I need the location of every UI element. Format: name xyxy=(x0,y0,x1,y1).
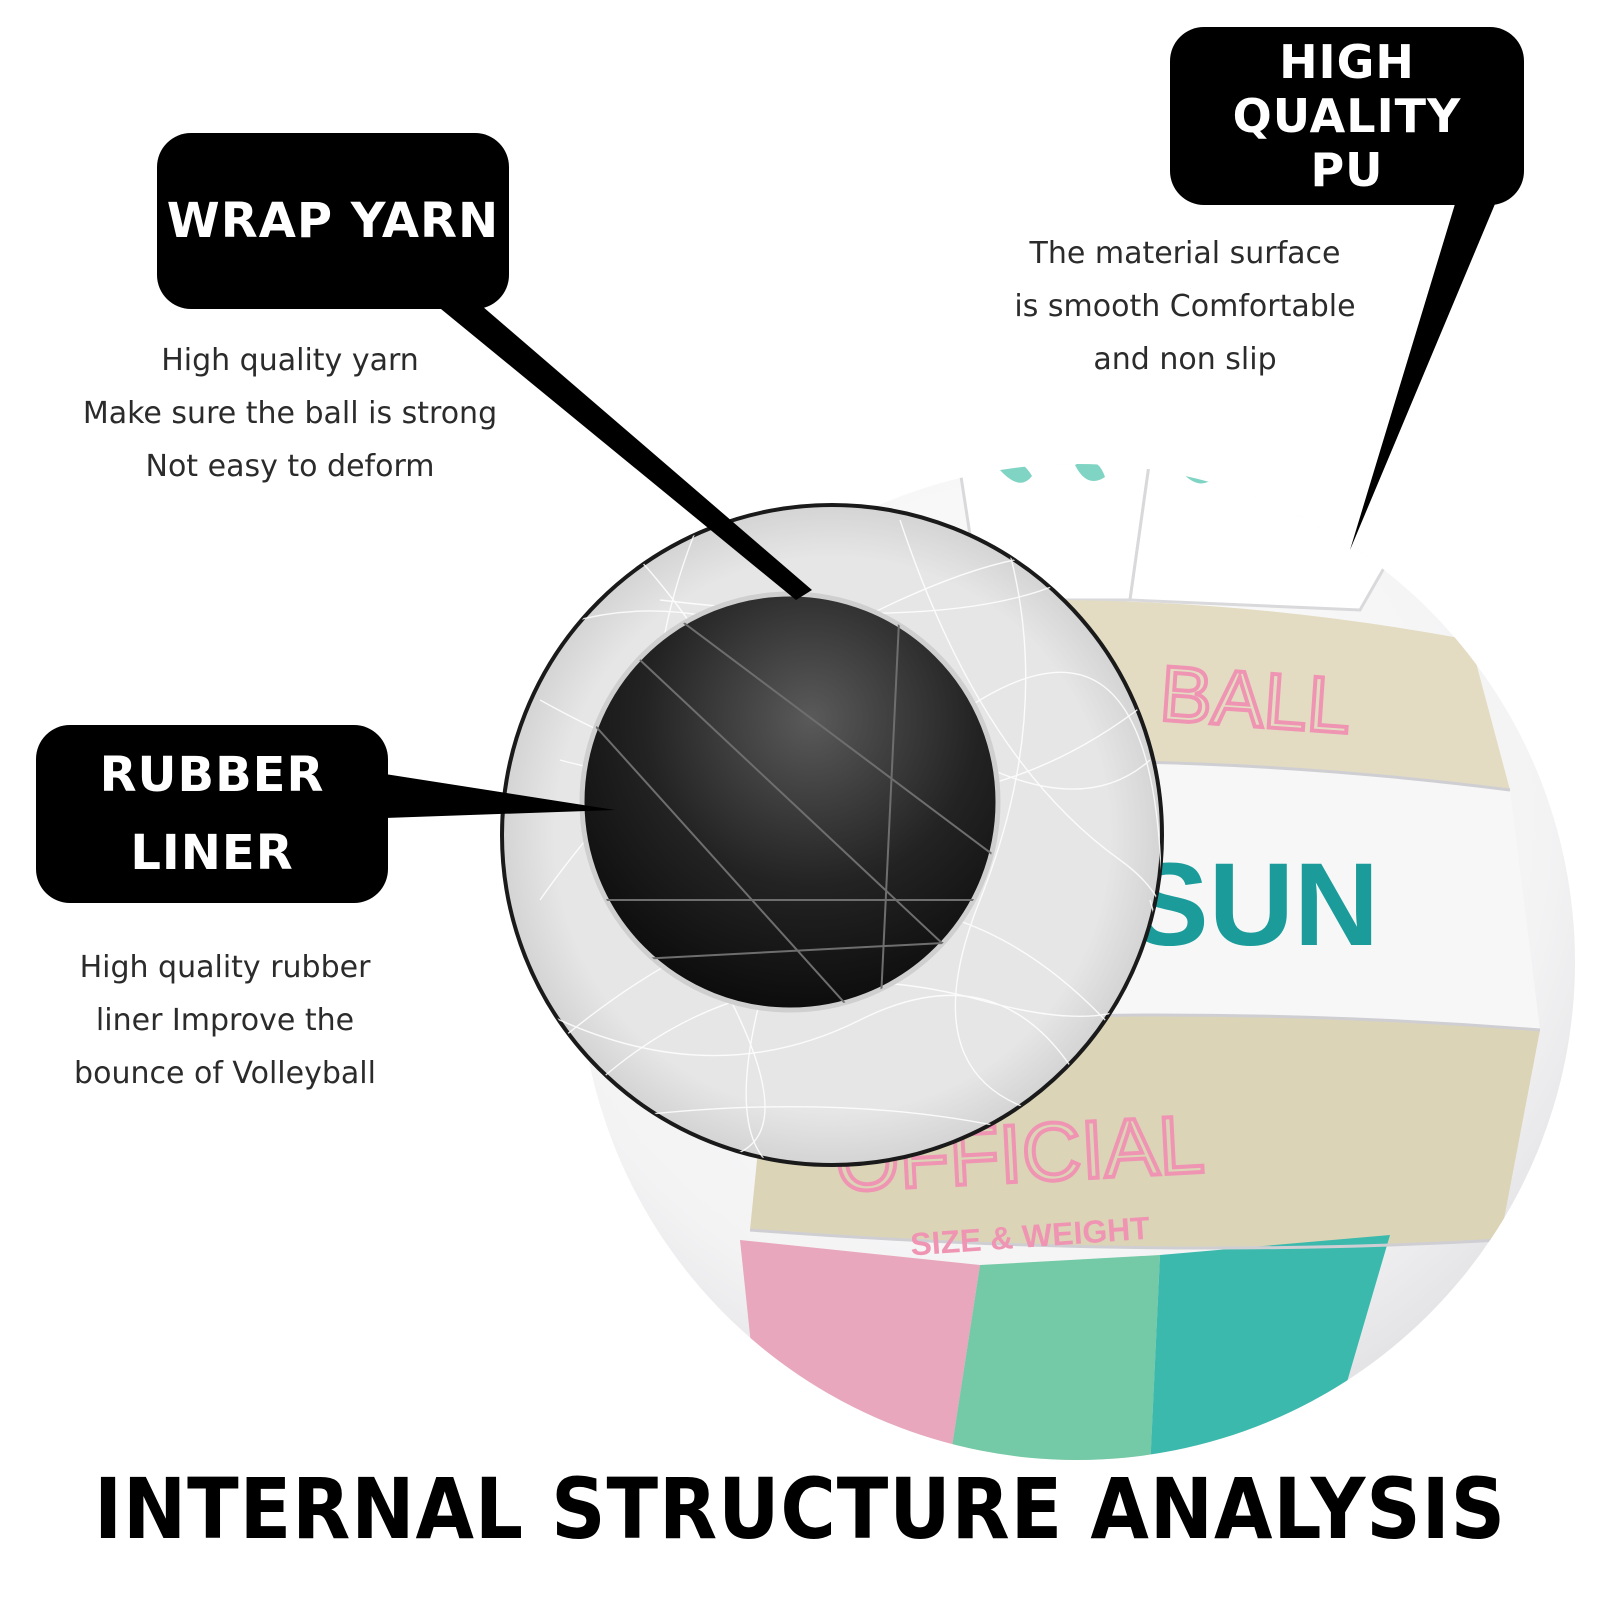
rubber-liner-title-line-2: LINER xyxy=(130,825,294,881)
rubber-liner-desc-line-2: liner Improve the xyxy=(95,1003,355,1038)
rubber-liner-title-line-1: RUBBER xyxy=(99,747,325,803)
pu-desc-line-3: and non slip xyxy=(1093,342,1277,377)
pu-desc-line-1: The material surface xyxy=(1029,236,1341,271)
ball-print-ball: BALL xyxy=(1157,649,1353,750)
wrap-yarn-pointer xyxy=(430,300,812,600)
pu-description: The material surface is smooth Comfortab… xyxy=(960,227,1410,386)
ball-print-brand: SUN xyxy=(1130,839,1379,971)
wrap-yarn-title: WRAP YARN xyxy=(166,193,500,249)
rubber-liner-desc-line-1: High quality rubber xyxy=(79,950,371,985)
wrap-yarn-description: High quality yarn Make sure the ball is … xyxy=(40,334,540,493)
pu-title-line-1: HIGH xyxy=(1279,35,1415,89)
rubber-liner-pointer xyxy=(385,774,615,818)
high-quality-pu-label: HIGH QUALITY PU xyxy=(1170,27,1524,205)
wrap-yarn-desc-line-3: Not easy to deform xyxy=(145,449,435,484)
pu-desc-line-2: is smooth Comfortable xyxy=(1014,289,1356,324)
pu-pointer xyxy=(1350,204,1495,550)
wrap-yarn-label: WRAP YARN xyxy=(157,133,509,309)
rubber-liner-desc-line-3: bounce of Volleyball xyxy=(74,1056,376,1091)
rubber-liner-label: RUBBER LINER xyxy=(36,725,388,903)
wrap-yarn-desc-line-2: Make sure the ball is strong xyxy=(82,396,498,431)
rubber-layer xyxy=(579,591,1001,1013)
page-title: INTERNAL STRUCTURE ANALYSIS xyxy=(93,1460,1507,1558)
wrap-yarn-desc-line-1: High quality yarn xyxy=(161,343,419,378)
pu-title-line-3: PU xyxy=(1310,143,1384,197)
pu-title-line-2: QUALITY xyxy=(1232,89,1462,143)
rubber-liner-description: High quality rubber liner Improve the bo… xyxy=(20,941,430,1100)
